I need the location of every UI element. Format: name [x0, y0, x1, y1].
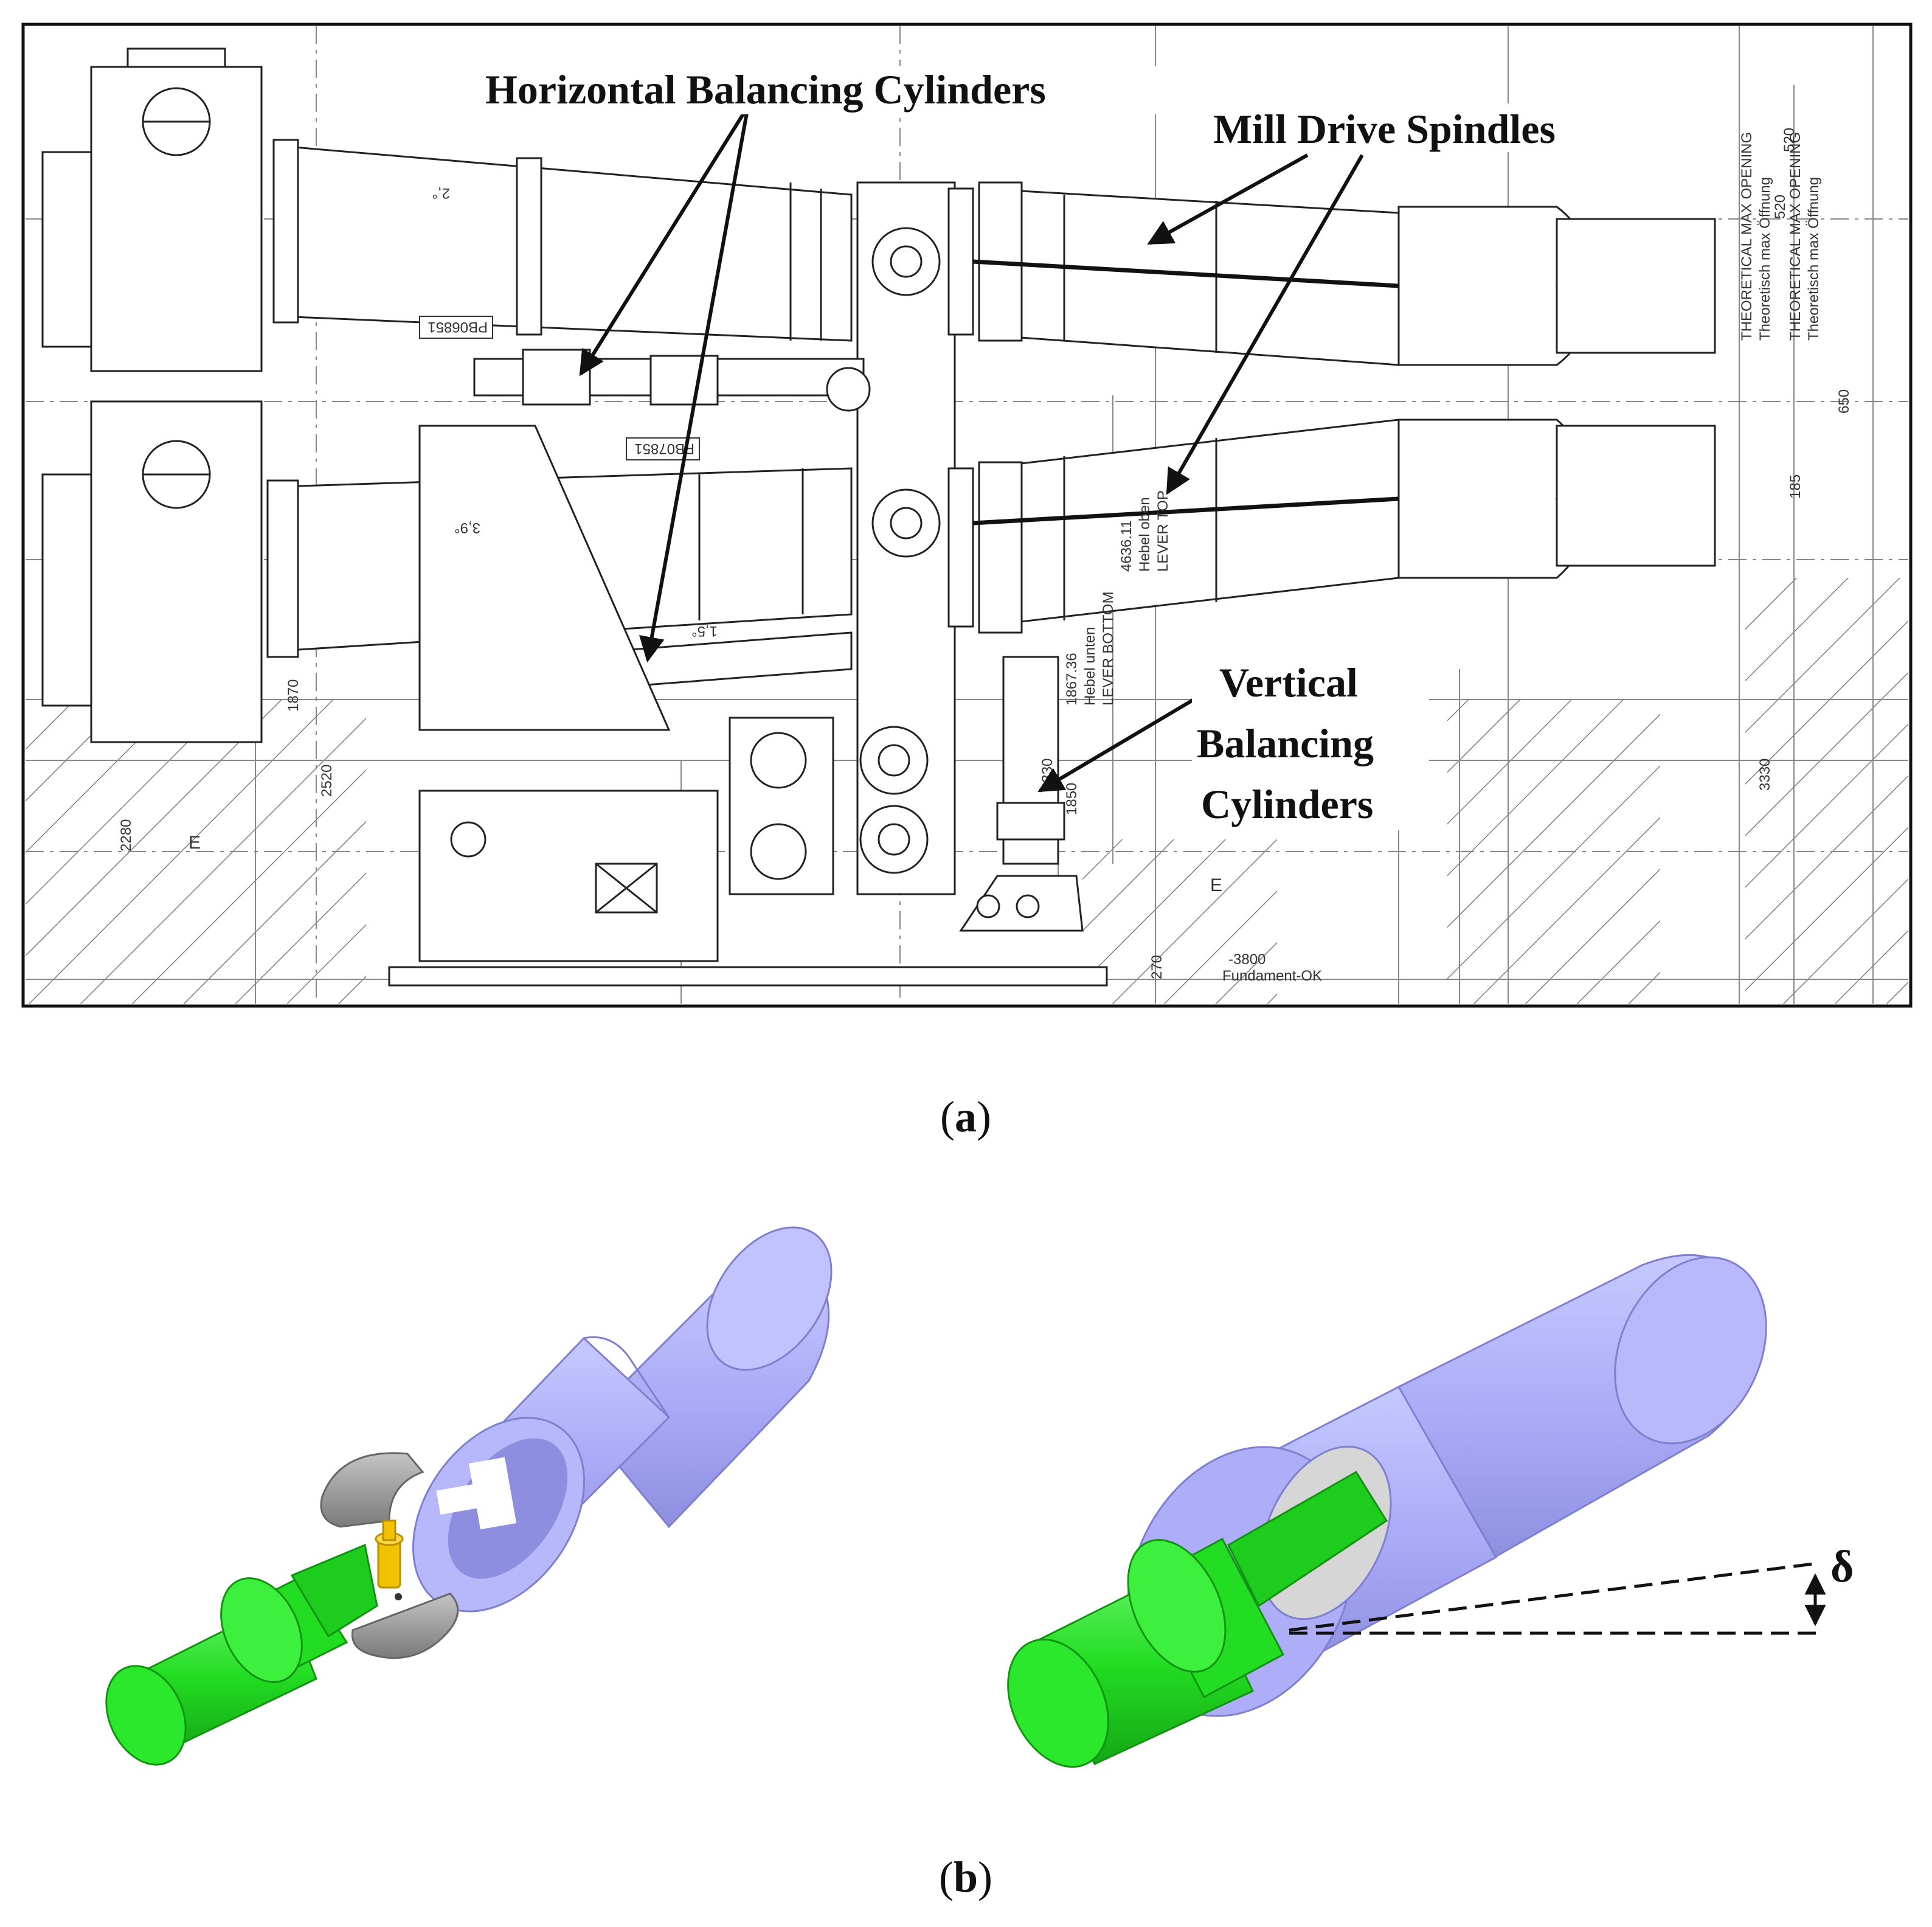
dim-520: 520 [1781, 128, 1798, 152]
lower-spindle-axis [972, 496, 1399, 526]
dim-right-3: 520 [1772, 195, 1788, 219]
panel-a: PB06851 PB07851 2,° 3,9° 1,5° LEVER TOP … [21, 23, 1913, 1141]
spindle-support-carrier [729, 181, 974, 895]
upper-horizontal-cylinder [473, 349, 871, 412]
foundation-hatching [26, 578, 1908, 1004]
dim-right-2: Theoretisch max Öffnung [1757, 177, 1773, 341]
arrow-spindle-lower [1166, 154, 1364, 495]
fundament-level: -3800 [1228, 951, 1265, 968]
exploded-view [105, 1226, 833, 1766]
tag-upper: PB06851 [428, 319, 488, 335]
lever-bottom-3: 1867.36 [1064, 653, 1080, 706]
dim-650: 650 [1836, 389, 1852, 414]
label-vertical-line2: Balancing [1197, 720, 1374, 766]
liner-upper-icon [320, 1452, 424, 1528]
dim-1870: 1870 [285, 679, 302, 712]
misalignment-angle [1289, 1561, 1826, 1635]
lever-bottom-2: Hebel unten [1082, 627, 1098, 706]
caption-b: (b) [939, 1853, 992, 1901]
angle-top: 2,° [432, 185, 450, 201]
liner-lower-icon [351, 1592, 459, 1659]
arrow-vertical-cyl [1037, 692, 1205, 793]
mill-stand-housing [41, 47, 263, 743]
dim-3330: 3330 [1757, 759, 1773, 791]
arrow-h-cyl-lower [639, 106, 750, 663]
lower-spindle-right [978, 418, 1716, 634]
lever-top-1: LEVER TOP [1155, 490, 1171, 572]
arrow-h-cyl-upper [579, 105, 750, 377]
arrow-spindle-upper [1147, 153, 1309, 245]
lever-top-3: 4636.11 [1118, 520, 1135, 572]
dim-185: 185 [1787, 474, 1804, 499]
callout-arrows [579, 105, 1364, 793]
dim-1850: 1850 [1064, 783, 1080, 815]
upper-spindle-axis [972, 259, 1399, 288]
lever-bottom-1: LEVER BOTTOM [1100, 591, 1117, 706]
dim-2280: 2280 [118, 819, 134, 852]
label-vertical-line1: Vertical [1219, 659, 1358, 706]
angle-mid: 3,9° [454, 519, 480, 536]
upper-spindle-left [272, 139, 853, 342]
spindle-end-exploded [105, 1543, 378, 1766]
pin-icon [375, 1519, 404, 1600]
caption-a: (a) [940, 1092, 991, 1141]
label-mill-drive-spindles: Mill Drive Spindles [1213, 106, 1556, 152]
dim-right-1: THEORETICAL MAX OPENING [1739, 132, 1755, 341]
dim-right-5: Theoretisch max Öffnung [1806, 177, 1822, 341]
vertical-cylinder [959, 656, 1084, 932]
angle-ray-inclined [1289, 1561, 1819, 1632]
coupling-housing-exploded [412, 1226, 833, 1613]
panel-b: δ (b) [105, 1226, 1854, 1901]
section-mark-left: E [189, 833, 201, 853]
label-vertical-line3: Cylinders [1201, 781, 1373, 827]
angle-delta-symbol: δ [1830, 1542, 1854, 1592]
dim-2520: 2520 [319, 765, 335, 797]
section-mark-right: E [1210, 875, 1222, 895]
assembled-view: δ [1007, 1254, 1854, 1768]
spindle-end-assembled [1007, 1470, 1388, 1768]
fundament-label: Fundament-OK [1222, 968, 1322, 984]
label-horizontal-balancing-cylinders: Horizontal Balancing Cylinders [485, 66, 1046, 113]
dim-right-4: THEORETICAL MAX OPENING [1787, 132, 1804, 341]
dim-270: 270 [1149, 955, 1165, 979]
gearbox-base [388, 425, 1108, 987]
angle-low: 1,5° [691, 623, 718, 639]
lever-top-2: Hebel oben [1137, 497, 1153, 572]
